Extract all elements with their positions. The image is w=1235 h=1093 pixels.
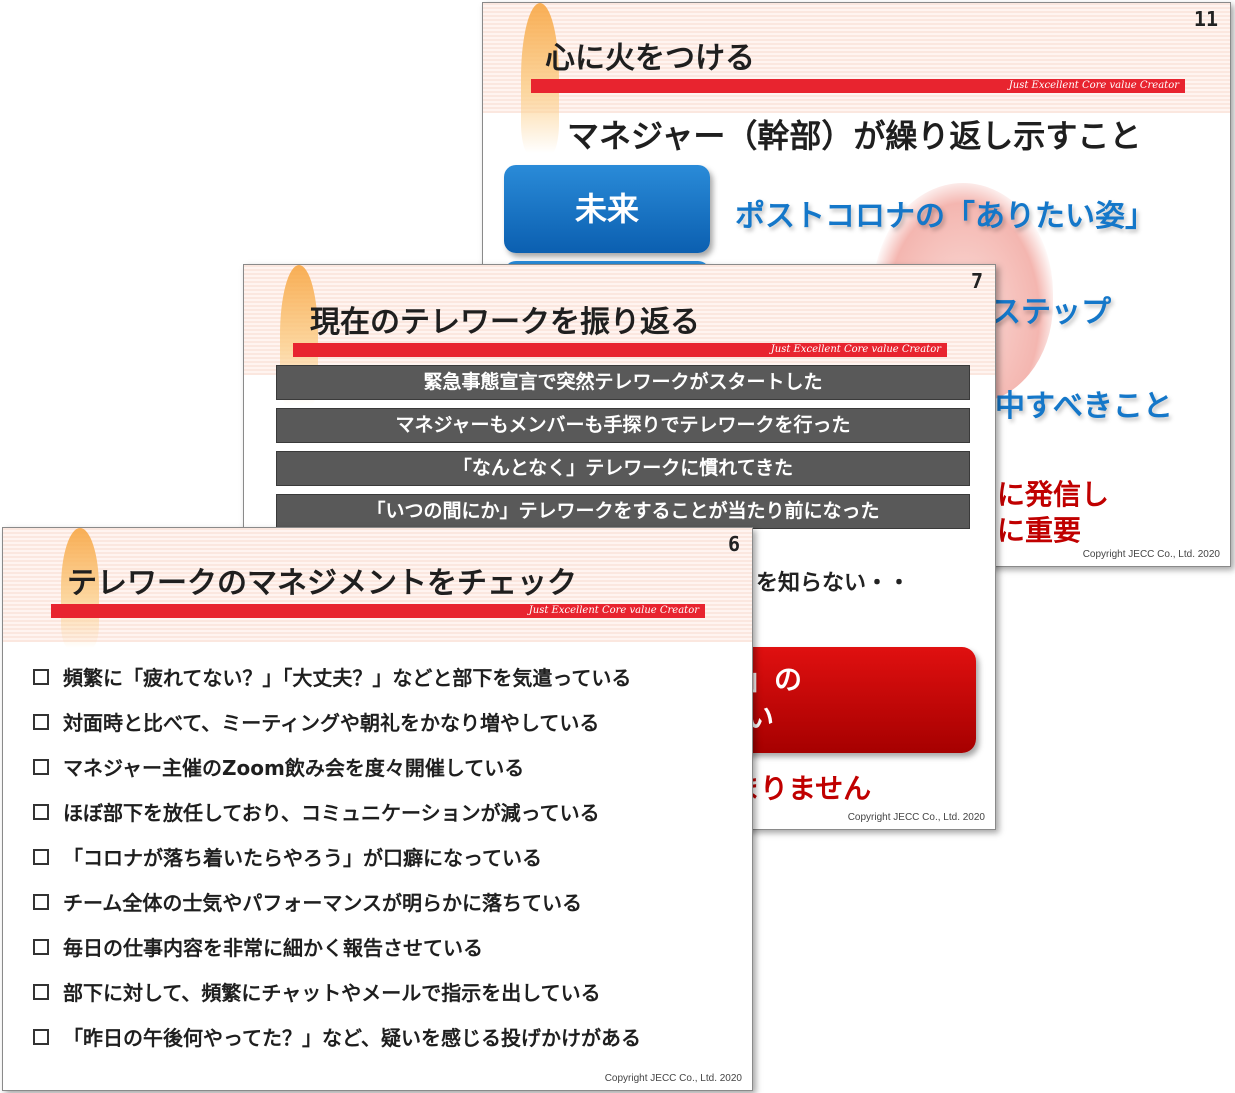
checklist-item-label: 部下に対して、頻繁にチャットやメールで指示を出している [63,981,601,1005]
checkbox[interactable] [33,1028,49,1045]
send-message-text: に発信し [997,478,1110,511]
slide-number: 6 [727,532,740,556]
checklist-item: 部下に対して、頻繁にチャットやメールで指示を出している [33,969,641,1014]
unknown-text: を知らない・・ [756,571,911,596]
slide-header [483,3,1230,113]
not-settled-text: まりません [732,772,872,805]
checklist-item: 「昨日の午後何やってた？」など、疑いを感じる投げかけがある [33,1014,641,1059]
checklist-item: 「コロナが落ち着いたらやろう」が口癖になっている [33,834,641,879]
checklist-item: チーム全体の士気やパフォーマンスが明らかに落ちている [33,879,641,924]
statement-box-3: 「なんとなく」テレワークに慣れてきた [276,451,970,486]
copyright: Copyright JECC Co., Ltd. 2020 [1082,549,1220,560]
future-button[interactable]: 未来 [504,165,710,253]
statement-box-1: 緊急事態宣言で突然テレワークがスタートした [276,365,970,400]
checklist-item-label: 毎日の仕事内容を非常に細かく報告させている [63,936,483,960]
slide-number: 11 [1193,7,1218,31]
callout-line-2: すい [718,699,976,737]
slide-title: 心に火をつける [545,41,755,76]
slide-title: テレワークのマネジメントをチェック [67,566,577,601]
checklist-item: 毎日の仕事内容を非常に細かく報告させている [33,924,641,969]
statement-box-4: 「いつの間にか」テレワークをすることが当たり前になった [276,494,970,529]
title-underline-bar: Just Excellent Core value Creator [51,604,705,618]
checklist: 頻繁に「疲れてない？」「大丈夫？」などと部下を気遣っている 対面時と比べて、ミー… [33,654,641,1059]
checklist-item: ほぼ部下を放任しており、コミュニケーションが減っている [33,789,641,834]
checkbox[interactable] [33,983,49,1000]
checklist-item: 対面時と比べて、ミーティングや朝礼をかなり増やしている [33,699,641,744]
flame-decoration [521,3,559,153]
checklist-item: マネジャー主催のZoom飲み会を度々開催している [33,744,641,789]
post-corona-text: ポストコロナの「ありたい姿」 [735,199,1155,234]
checkbox[interactable] [33,758,49,775]
callout-line-1: い」の [718,663,803,696]
important-text: に重要 [997,514,1082,547]
checkbox[interactable] [33,713,49,730]
slide-number: 7 [970,269,983,293]
checkbox[interactable] [33,848,49,865]
slide-title: 現在のテレワークを振り返る [310,305,700,340]
slide-6: 6 テレワークのマネジメントをチェック Just Excellent Core … [2,527,753,1091]
checklist-item-label: マネジャー主催のZoom飲み会を度々開催している [63,756,525,780]
focus-text: 中すべきこと [995,389,1173,424]
copyright: Copyright JECC Co., Ltd. 2020 [847,812,985,823]
checkbox[interactable] [33,803,49,820]
checklist-item: 頻繁に「疲れてない？」「大丈夫？」などと部下を気遣っている [33,654,641,699]
checkbox[interactable] [33,893,49,910]
checklist-item-label: 「昨日の午後何やってた？」など、疑いを感じる投げかけがある [63,1026,641,1050]
red-callout-button[interactable]: い」の すい [714,647,976,753]
checklist-item-label: チーム全体の士気やパフォーマンスが明らかに落ちている [63,891,582,915]
checklist-item-label: 「コロナが落ち着いたらやろう」が口癖になっている [63,846,542,870]
step-text: ステップ [991,295,1111,330]
title-underline-bar: Just Excellent Core value Creator [531,79,1185,93]
checklist-item-label: 頻繁に「疲れてない？」「大丈夫？」などと部下を気遣っている [63,666,632,690]
statement-box-2: マネジャーもメンバーも手探りでテレワークを行った [276,408,970,443]
flame-decoration [61,528,99,648]
title-underline-bar: Just Excellent Core value Creator [293,343,947,357]
copyright: Copyright JECC Co., Ltd. 2020 [604,1073,742,1084]
checklist-item-label: ほぼ部下を放任しており、コミュニケーションが減っている [63,801,600,825]
slide-header [3,528,752,642]
checkbox[interactable] [33,938,49,955]
slide-subtitle: マネジャー（幹部）が繰り返し示すこと [567,117,1142,155]
checklist-item-label: 対面時と比べて、ミーティングや朝礼をかなり増やしている [63,711,600,735]
checkbox[interactable] [33,668,49,685]
